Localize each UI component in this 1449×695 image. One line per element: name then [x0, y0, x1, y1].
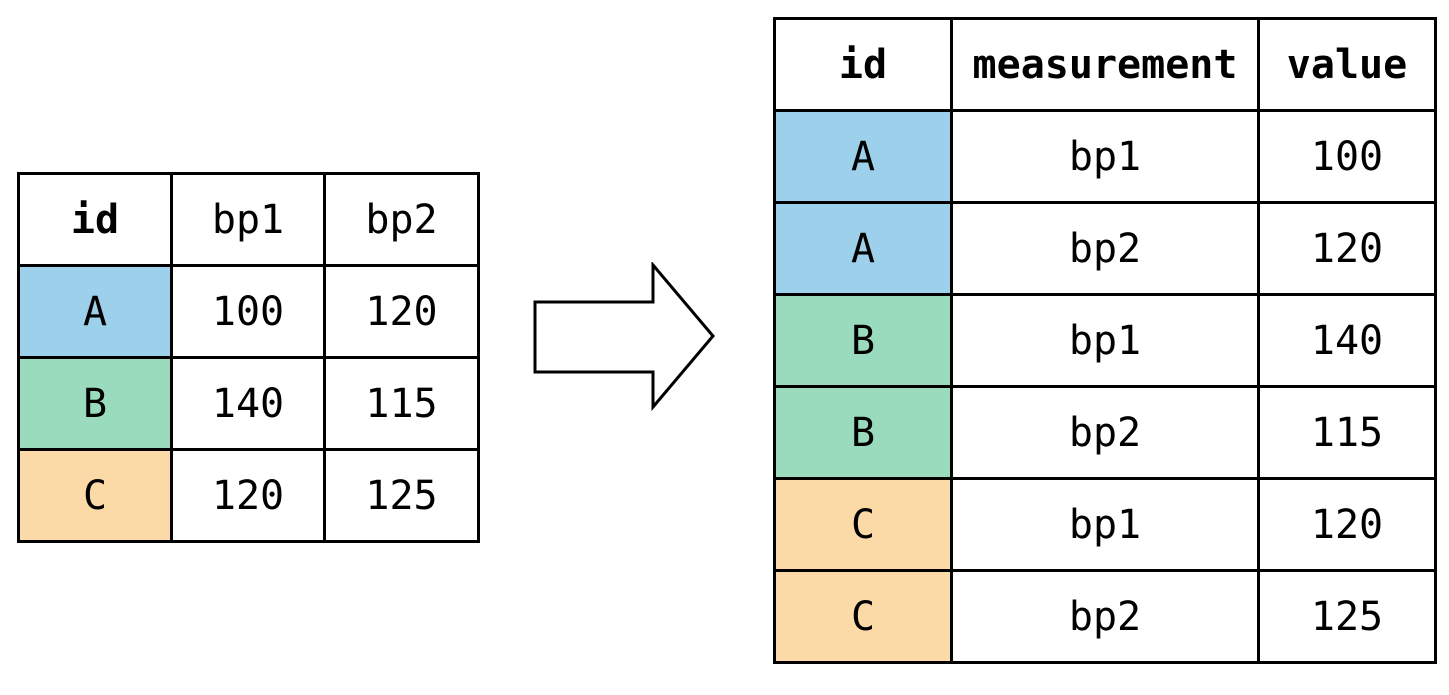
long-cell-measurement: bp2: [950, 385, 1260, 480]
long-cell-value: 115: [1257, 385, 1437, 480]
long-header-id: id: [773, 17, 953, 112]
wide-cell-bp2: 125: [323, 448, 480, 543]
wide-cell-bp1: 120: [170, 448, 326, 543]
long-cell-measurement: bp1: [950, 109, 1260, 204]
long-cell-measurement: bp1: [950, 477, 1260, 572]
long-header-measurement: measurement: [950, 17, 1260, 112]
long-cell-id: C: [773, 569, 953, 664]
long-header-value: value: [1257, 17, 1437, 112]
long-table-header-row: id measurement value: [773, 17, 1437, 112]
long-table: id measurement value A bp1 100 A bp2 120…: [773, 17, 1437, 664]
wide-cell-id: B: [17, 356, 173, 451]
long-cell-value: 100: [1257, 109, 1437, 204]
table-row: C bp2 125: [773, 569, 1437, 664]
table-row: B bp1 140: [773, 293, 1437, 388]
long-cell-id: B: [773, 293, 953, 388]
long-cell-measurement: bp1: [950, 293, 1260, 388]
table-row: B bp2 115: [773, 385, 1437, 480]
wide-table-header-row: id bp1 bp2: [17, 172, 480, 267]
wide-header-bp2: bp2: [323, 172, 480, 267]
wide-cell-bp2: 115: [323, 356, 480, 451]
wide-cell-id: A: [17, 264, 173, 359]
table-row: A bp1 100: [773, 109, 1437, 204]
long-cell-value: 120: [1257, 477, 1437, 572]
long-cell-value: 125: [1257, 569, 1437, 664]
table-row: C bp1 120: [773, 477, 1437, 572]
table-row: C 120 125: [17, 448, 480, 543]
right-arrow-icon: [533, 262, 715, 412]
long-cell-id: B: [773, 385, 953, 480]
wide-cell-id: C: [17, 448, 173, 543]
wide-header-bp1: bp1: [170, 172, 326, 267]
table-row: A 100 120: [17, 264, 480, 359]
long-cell-value: 120: [1257, 201, 1437, 296]
wide-cell-bp2: 120: [323, 264, 480, 359]
wide-header-id: id: [17, 172, 173, 267]
table-row: A bp2 120: [773, 201, 1437, 296]
long-cell-value: 140: [1257, 293, 1437, 388]
wide-cell-bp1: 140: [170, 356, 326, 451]
long-cell-id: C: [773, 477, 953, 572]
long-cell-measurement: bp2: [950, 569, 1260, 664]
wide-cell-bp1: 100: [170, 264, 326, 359]
table-row: B 140 115: [17, 356, 480, 451]
long-cell-id: A: [773, 201, 953, 296]
wide-table: id bp1 bp2 A 100 120 B 140 115 C 120 125: [17, 172, 480, 543]
long-cell-id: A: [773, 109, 953, 204]
long-cell-measurement: bp2: [950, 201, 1260, 296]
